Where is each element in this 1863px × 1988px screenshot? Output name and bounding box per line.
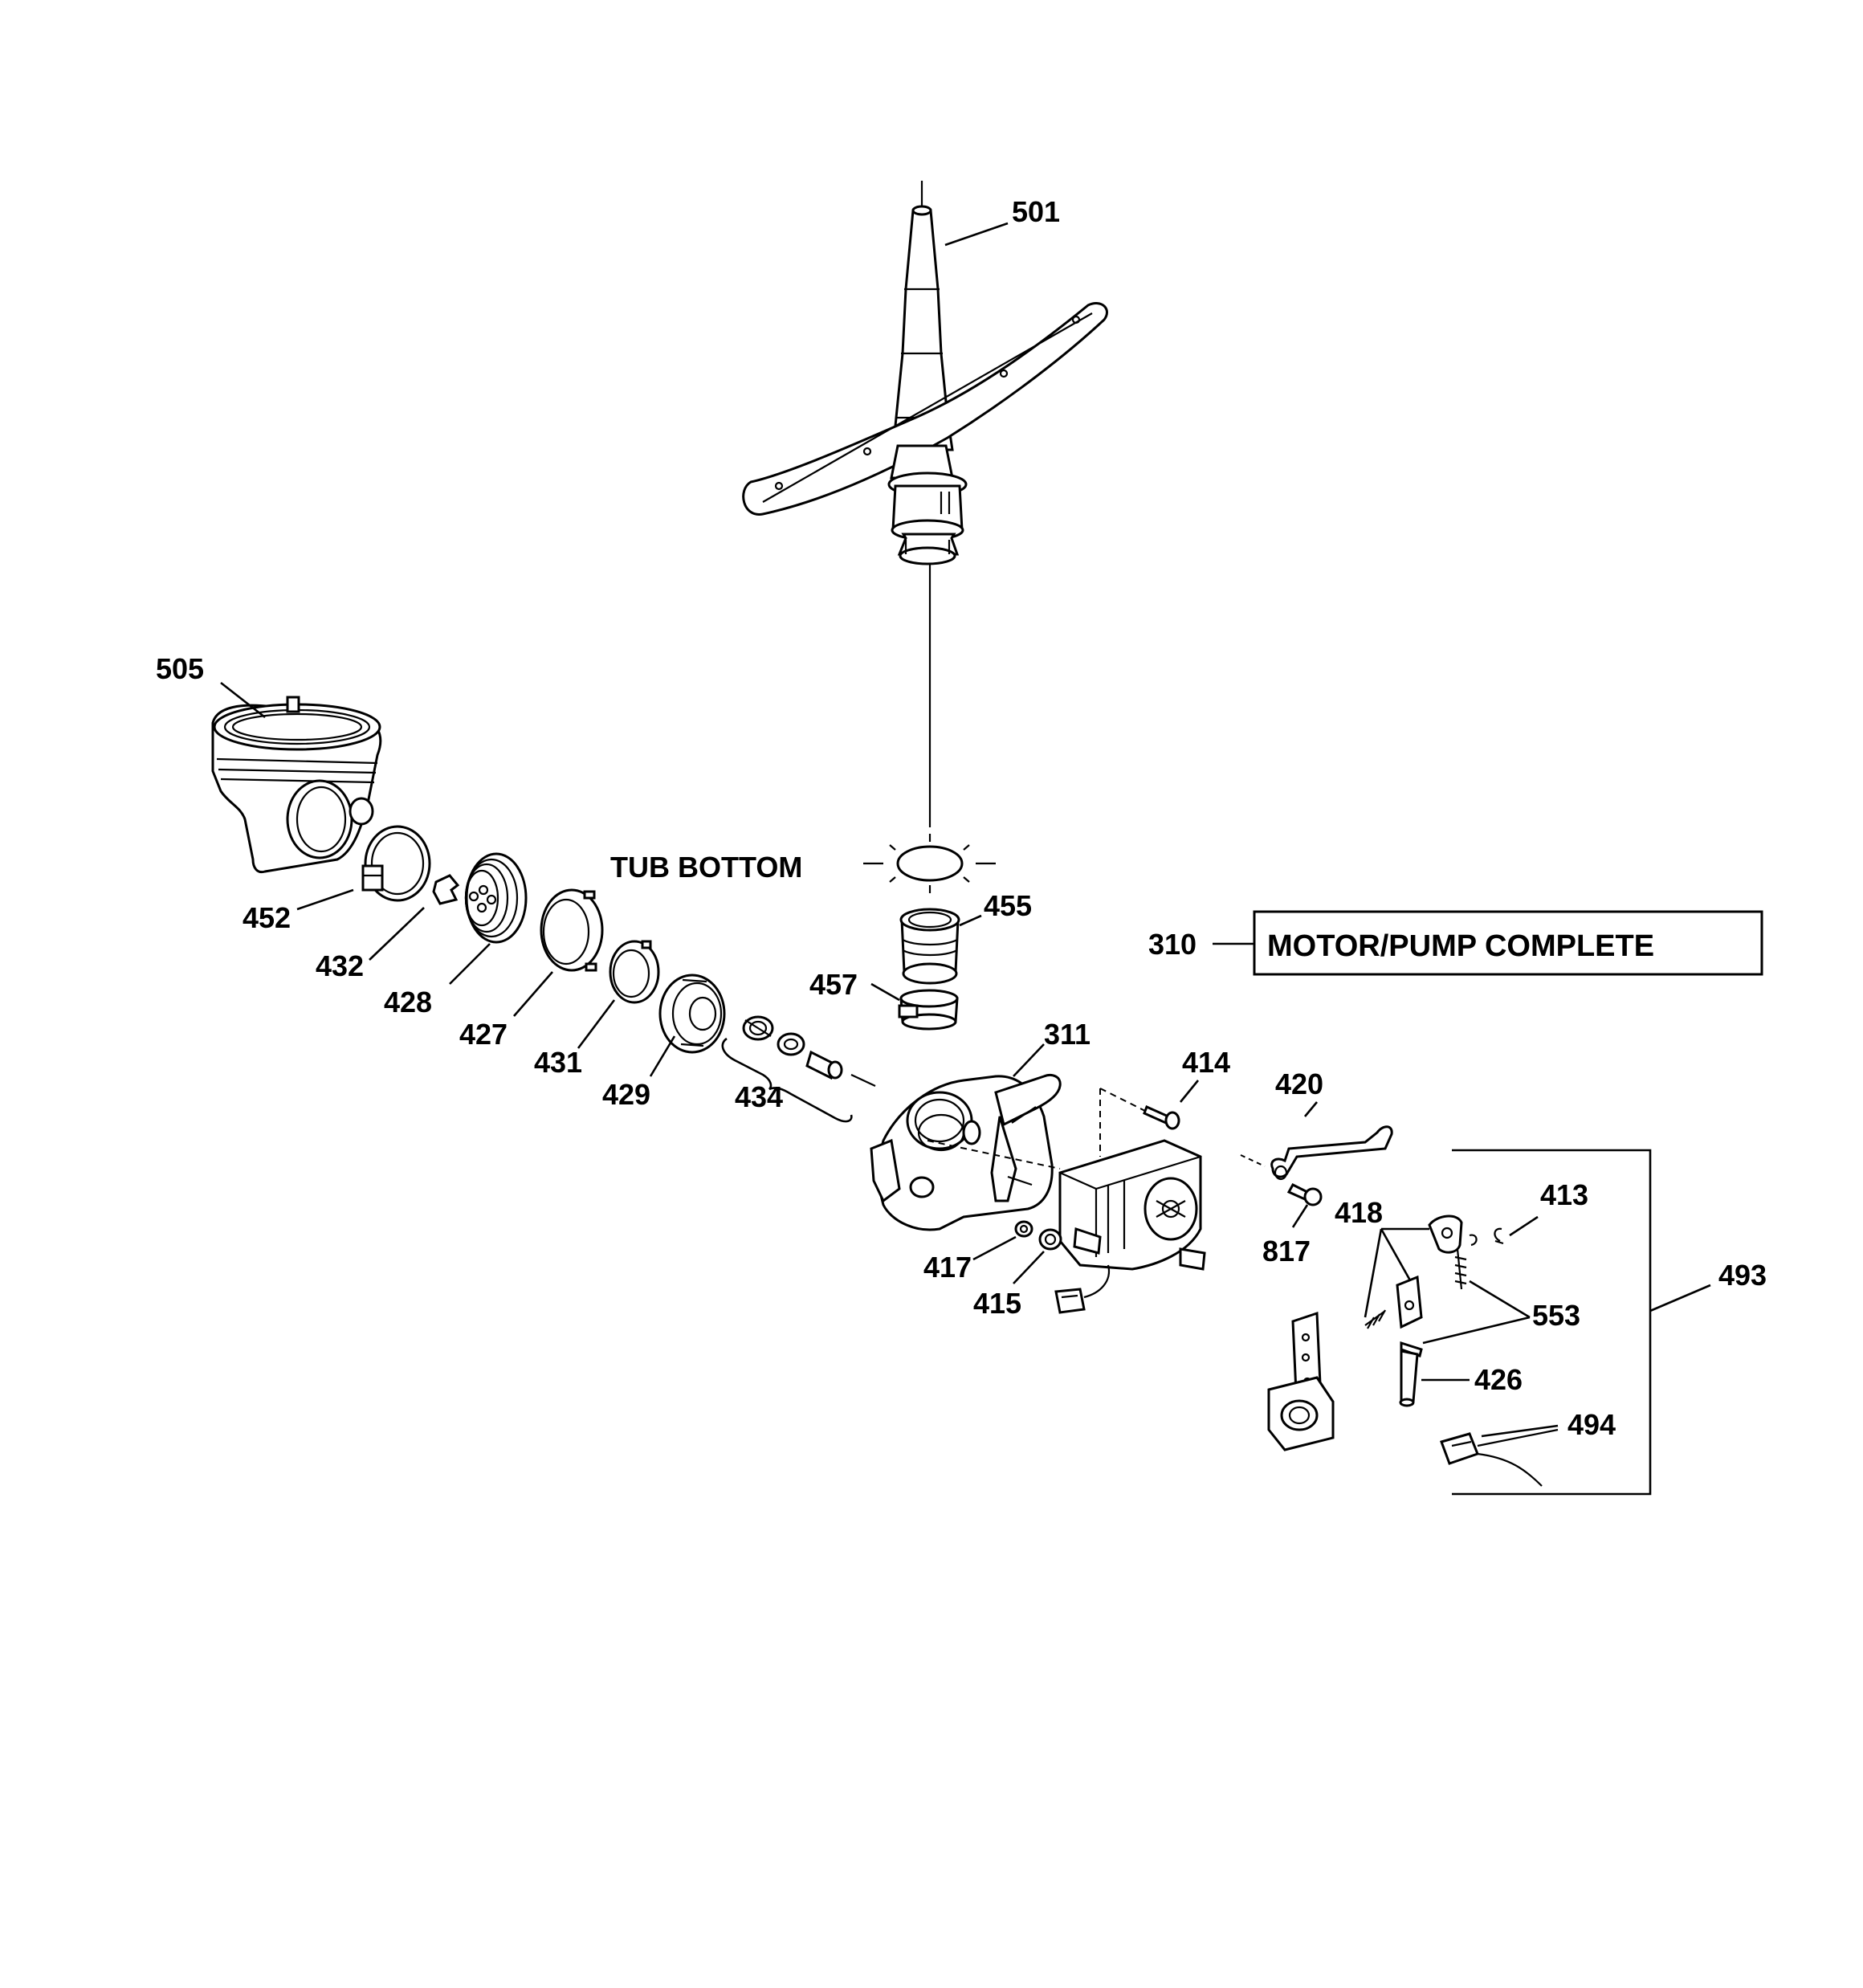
motor-pump-complete-box: [1253, 910, 1763, 976]
solenoid-bracket[interactable]: [1267, 1311, 1335, 1451]
callout-553: 553: [1532, 1299, 1580, 1332]
spring-553[interactable]: [1454, 1248, 1467, 1290]
motor[interactable]: [1054, 1139, 1206, 1314]
clamp-457[interactable]: [898, 989, 959, 1031]
callout-505: 505: [156, 652, 204, 685]
spring-418[interactable]: [1364, 1309, 1386, 1329]
callout-417: 417: [923, 1251, 972, 1284]
callout-420: 420: [1275, 1067, 1323, 1100]
callout-413: 413: [1540, 1178, 1588, 1211]
seal-455[interactable]: [899, 908, 960, 985]
callout-431: 431: [534, 1046, 582, 1079]
lever-418[interactable]: [1428, 1214, 1478, 1254]
ring-431[interactable]: [609, 940, 660, 1004]
callout-494: 494: [1567, 1408, 1616, 1441]
tub-bottom-gasket[interactable]: [863, 834, 996, 893]
callout-414: 414: [1182, 1046, 1230, 1079]
pump-housing-311[interactable]: [870, 1074, 1062, 1231]
callout-455: 455: [984, 889, 1032, 922]
bracket-418[interactable]: [1396, 1275, 1423, 1329]
callout-426: 426: [1474, 1363, 1523, 1396]
callout-452: 452: [243, 901, 291, 934]
callout-311: 311: [1044, 1018, 1090, 1051]
nut-415[interactable]: [1038, 1228, 1062, 1251]
plunger-426[interactable]: [1399, 1341, 1423, 1407]
callout-457: 457: [809, 968, 858, 1001]
callout-427: 427: [459, 1018, 508, 1051]
spray-arm-assembly[interactable]: [742, 181, 1108, 827]
connector-494[interactable]: [1440, 1428, 1559, 1487]
hose-clamp-452[interactable]: [361, 825, 431, 902]
callout-501: 501: [1012, 195, 1060, 228]
ring-427[interactable]: [540, 888, 604, 972]
filter-428[interactable]: [464, 852, 528, 944]
motor-pump-complete-label: MOTOR/PUMP COMPLETE: [1267, 929, 1654, 963]
clip-432[interactable]: [432, 874, 460, 905]
tub-bottom-label: TUB BOTTOM: [610, 851, 802, 884]
clip-413[interactable]: [1494, 1227, 1504, 1245]
callout-418: 418: [1335, 1196, 1383, 1229]
impeller-cover-429[interactable]: [658, 974, 726, 1054]
washer-417[interactable]: [1014, 1220, 1033, 1238]
callout-434: 434: [735, 1080, 783, 1113]
callout-493: 493: [1718, 1259, 1767, 1292]
screw-817[interactable]: [1286, 1183, 1323, 1206]
callout-310: 310: [1148, 928, 1196, 961]
callout-429: 429: [602, 1078, 650, 1111]
callout-428: 428: [384, 986, 432, 1018]
seal-kit-434[interactable]: [742, 1015, 876, 1087]
callout-415: 415: [973, 1287, 1021, 1320]
callout-432: 432: [316, 949, 364, 982]
sump-housing[interactable]: [211, 696, 382, 874]
callout-817: 817: [1262, 1235, 1311, 1268]
rod-420[interactable]: [1270, 1125, 1393, 1181]
screw-414[interactable]: [1143, 1104, 1180, 1130]
